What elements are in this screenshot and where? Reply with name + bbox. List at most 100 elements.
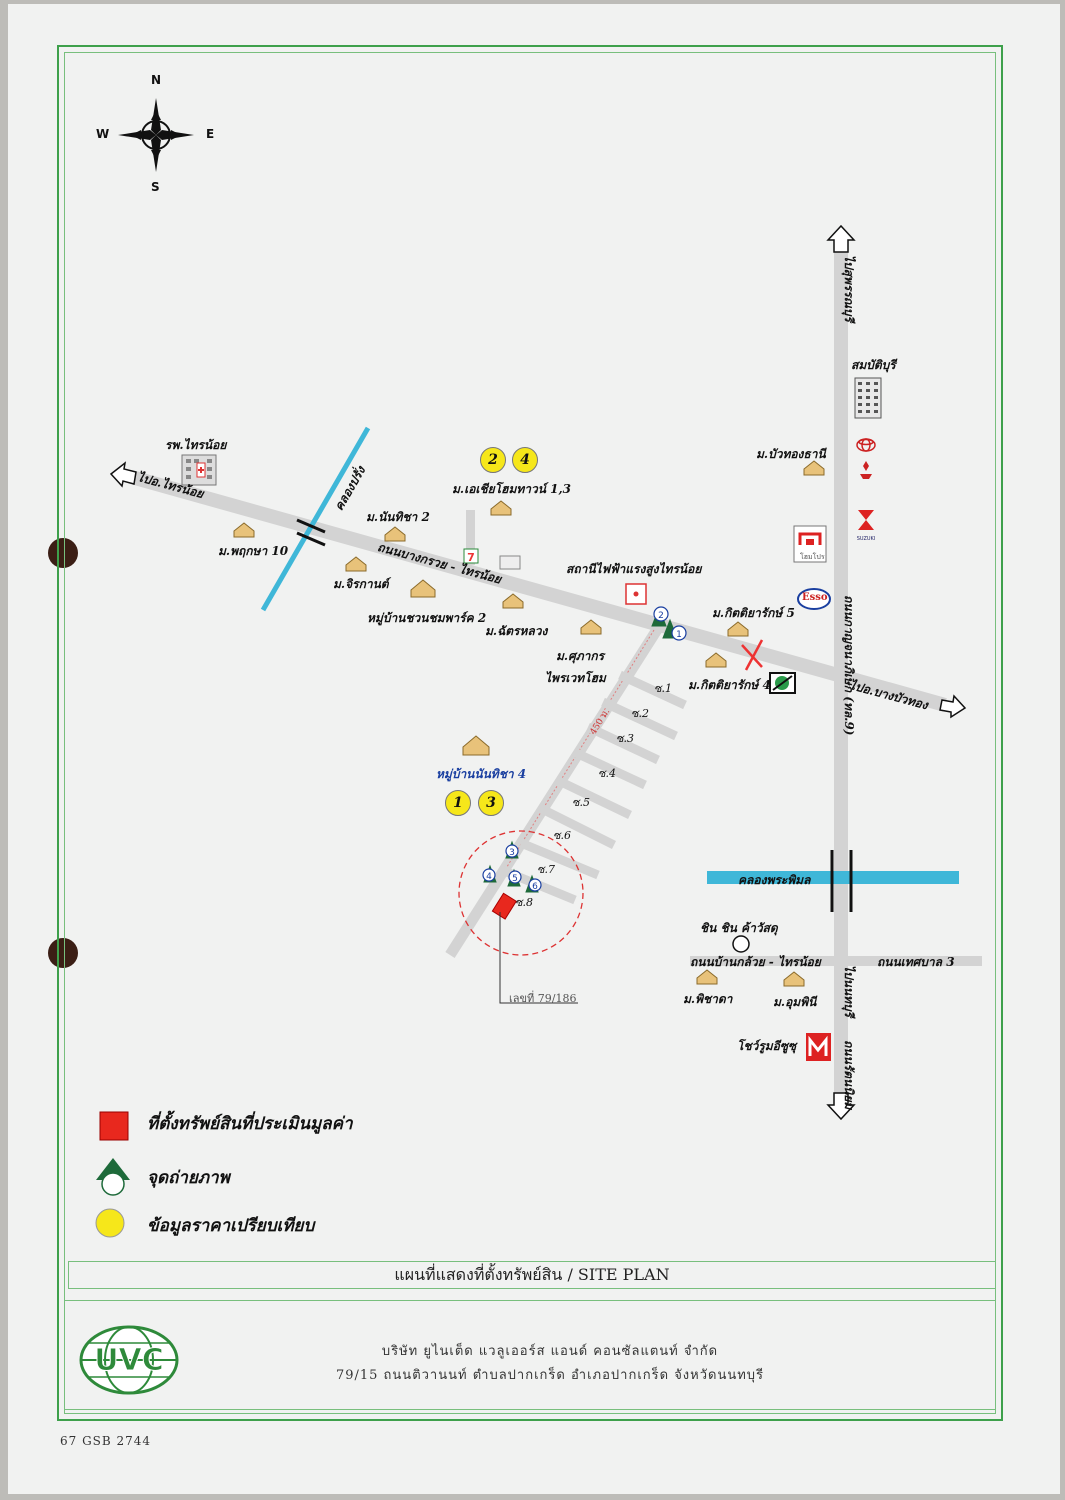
label-to-suphan: ไปสุพรรณบุรี <box>842 255 856 322</box>
binder-hole <box>48 938 78 968</box>
arrow-west-icon <box>109 461 137 488</box>
label-road-kanchana: ถนนกาญจนาภิเษก (ทล.9) <box>842 595 856 736</box>
arrow-south-icon <box>826 1092 856 1121</box>
lot-pointer <box>499 912 578 1004</box>
label-homepro: โฮมโปร <box>800 553 825 561</box>
comparable-marker: 4 <box>512 447 538 473</box>
store-marker <box>732 935 750 953</box>
company-address: 79/15 ถนนติวานนท์ ตำบลปากเกร็ด อำเภอปากเ… <box>335 1368 765 1383</box>
legend-comparison-icon <box>95 1208 125 1238</box>
map-frame-inner <box>64 52 996 1414</box>
binder-hole <box>48 538 78 568</box>
photo-point-numbers: 1 2 3 4 5 6 <box>486 611 682 892</box>
arrow-east-icon <box>939 694 967 719</box>
soi-label: ซ.5 <box>572 796 590 809</box>
legend-comparison-label: ข้อมูลราคาเปรียบเทียบ <box>147 1216 315 1236</box>
label-esso: Esso <box>802 592 828 603</box>
road-thetsaban3 <box>690 956 982 966</box>
property-radius <box>458 830 584 956</box>
label-m-phichada: ม.พิชาดา <box>683 992 733 1006</box>
label-showroom: โชว์รูมอีซูซุ <box>737 1039 797 1053</box>
label-m-pruksa10: ม.พฤกษา 10 <box>218 544 289 558</box>
compass-e: E <box>206 127 215 141</box>
compass-n: N <box>151 73 162 87</box>
soi-label: ซ.6 <box>553 829 571 842</box>
photo-point: 1 <box>676 630 682 640</box>
legend-photo: จุดถ่ายภาพ <box>135 1164 230 1191</box>
label-m-asia-home: ม.เอเชียโฮมทาวน์ 1,3 <box>452 482 571 496</box>
landmark-x-icon <box>741 639 764 671</box>
uvc-logo-icon: UVC <box>79 1325 179 1395</box>
label-m-kittiyarak4: ม.กิตติยารักษ์ 4 <box>688 678 771 692</box>
legend-photo-label: จุดถ่ายภาพ <box>147 1168 230 1188</box>
legend-comparison: ข้อมูลราคาเปรียบเทียบ <box>135 1212 314 1239</box>
map-frame <box>57 45 1003 1421</box>
comparable-marker: 1 <box>445 790 471 816</box>
photo-point: 2 <box>658 611 664 621</box>
label-substation: สถานีไฟฟ้าแรงสูงไทรน้อย <box>566 562 702 576</box>
label-m-supakorn: ม.ศุภากร <box>556 649 605 663</box>
toyota-logo-icon <box>856 438 876 452</box>
legend-property: ที่ตั้งทรัพย์สินที่ประเมินมูลค่า <box>135 1110 353 1137</box>
label-lot-no: เลขที่ 79/186 <box>509 992 577 1005</box>
legend-property-icon <box>99 1111 129 1141</box>
photo-point: 4 <box>486 872 492 882</box>
mitsubishi-logo-icon <box>860 461 872 479</box>
property-marker <box>491 892 517 920</box>
label-chin-chin: ชิน ชิน ค้าวัสดุ <box>700 921 778 935</box>
isuzu-showroom-icon <box>806 1033 831 1061</box>
svg-text:SUZUKI: SUZUKI <box>857 536 876 542</box>
comparable-marker: 2 <box>480 447 506 473</box>
soi-label: ซ.8 <box>515 896 533 909</box>
page-title: แผนที่แสดงที่ตั้งทรัพย์สิน / SITE PLAN <box>68 1261 996 1289</box>
road-asia-home <box>466 510 475 565</box>
photo-point: 6 <box>532 882 538 892</box>
compass-s: S <box>151 180 160 194</box>
label-road-bankluai: ถนนบ้านกล้วย - ไทรน้อย <box>690 955 821 969</box>
document-code: 67 GSB 2744 <box>60 1434 152 1448</box>
road-bangkruai-sainoi <box>133 471 947 712</box>
comparable-marker: 3 <box>478 790 504 816</box>
label-m-jirakan: ม.จิรกานต์ <box>333 577 389 591</box>
company-name: บริษัท ยูไนเต็ด แวลูเออร์ส แอนด์ คอนซัลแ… <box>381 1344 719 1359</box>
soi-label: ซ.7 <box>537 863 555 876</box>
photo-point: 3 <box>509 848 515 858</box>
footer-box <box>64 1300 996 1410</box>
soi-label: ซ.4 <box>598 767 616 780</box>
legend-photo-icon <box>96 1158 130 1196</box>
legend-property-label: ที่ตั้งทรัพย์สินที่ประเมินมูลค่า <box>147 1114 353 1134</box>
soi-label: ซ.2 <box>631 707 649 720</box>
arrow-north-icon <box>826 224 856 253</box>
paper-sheet <box>8 4 1060 1494</box>
side-sois <box>500 670 687 905</box>
soi-label: ซ.1 <box>654 682 672 695</box>
label-khlong-phrapimol: คลองพระพิมล <box>738 873 811 887</box>
photo-point-circles <box>482 606 687 892</box>
label-sombatburi: สมบัติบุรี <box>851 358 896 372</box>
label-road-ratniyom: ถนนรัตนนิยม <box>842 1040 856 1110</box>
building-icon <box>854 377 882 419</box>
canal-plong <box>260 426 371 612</box>
compass-icon <box>118 98 194 172</box>
esso-logo-icon <box>797 588 831 610</box>
label-m-kittiyarak5: ม.กิตติยารักษ์ 5 <box>712 606 795 620</box>
suzuki-logo-icon: SUZUKI <box>857 510 876 542</box>
label-rp-sainoi: รพ.ไทรน้อย <box>165 438 227 452</box>
label-village-nanthicha4: หมู่บ้านนันทิชา 4 <box>436 767 527 781</box>
photo-point: 5 <box>512 874 518 884</box>
label-m-chatluang: ม.ฉัตรหลวง <box>485 624 548 638</box>
label-m-phraiwet: ไพรเวทโฮม <box>545 671 606 685</box>
label-m-buathong: ม.บัวทองธานี <box>756 447 826 461</box>
label-m-umpini: ม.อุมพินี <box>773 995 817 1009</box>
gas-station-icon <box>769 672 796 694</box>
soi-label: ซ.3 <box>616 732 634 745</box>
label-road-thetsaban3: ถนนเทศบาล 3 <box>877 955 955 969</box>
bridge <box>296 518 326 534</box>
hospital-icon <box>181 454 217 486</box>
label-to-nonthaburi: ไปนนทบุรี <box>842 965 856 1018</box>
homepro-icon <box>793 525 827 563</box>
label-village-chuanchom: หมู่บ้านชวนชมพาร์ค 2 <box>367 611 487 625</box>
svg-text:UVC: UVC <box>94 1343 164 1378</box>
convenience-store-icon: 7 <box>463 548 521 570</box>
